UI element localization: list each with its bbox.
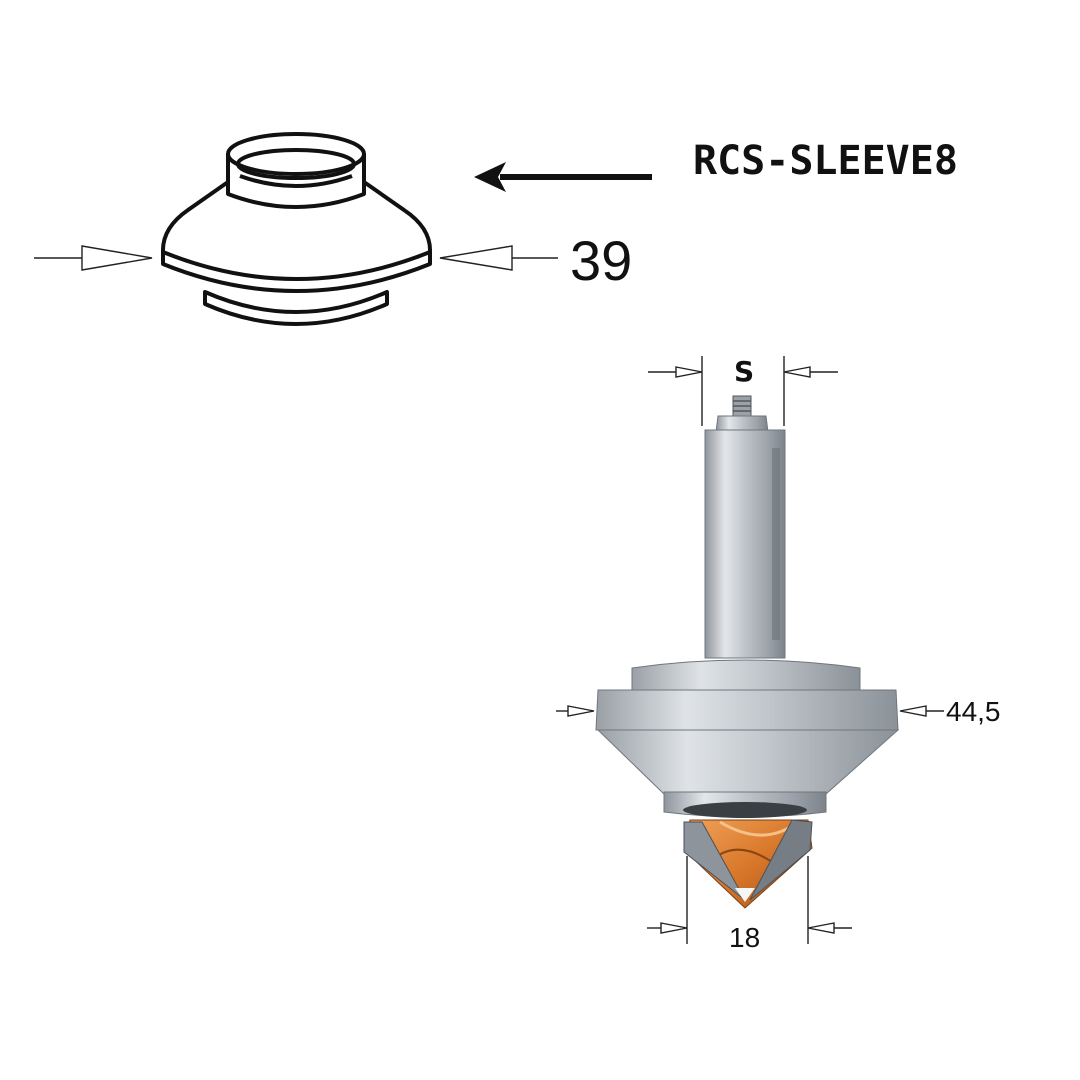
sleeve-drawing	[160, 132, 433, 326]
cut-diameter-label: 18	[729, 922, 760, 953]
part-code-pointer-arrow	[474, 162, 652, 192]
cut-diameter-dimension	[647, 856, 852, 944]
shank-dimension	[648, 356, 838, 426]
sleeve-diameter-label: 39	[570, 229, 632, 292]
bearing-dimension	[556, 705, 944, 717]
shank-label: S	[734, 355, 754, 388]
router-bit-illustration	[595, 395, 900, 909]
sleeve-part-code: RCS-SLEEVE8	[693, 138, 958, 184]
sleeve-dimension-left-arrow	[34, 245, 153, 271]
bearing-diameter-label: 44,5	[946, 696, 1001, 727]
sleeve-dimension-right-arrow	[439, 245, 558, 271]
